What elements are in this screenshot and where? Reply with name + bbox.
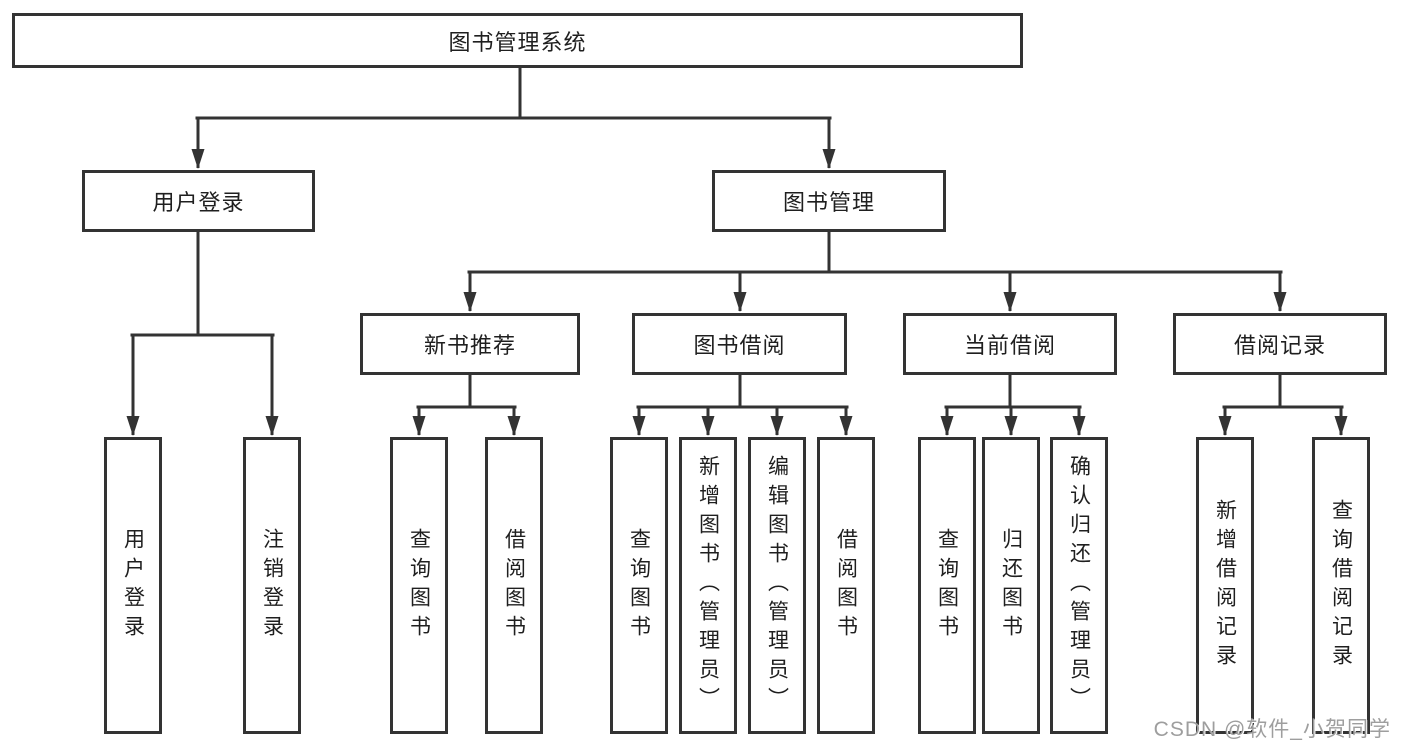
- leaf-query-books-borrowing: 查询图书: [610, 437, 668, 734]
- leaf-label: 查询图书: [935, 527, 959, 644]
- tree-arrow-lines: [126, 118, 1348, 436]
- leaf-logout: 注销登录: [243, 437, 301, 734]
- node-label: 图书管理: [782, 190, 875, 215]
- leaf-query-borrow-record: 查询借阅记录: [1312, 437, 1370, 734]
- node-label: 新书推荐: [423, 333, 516, 358]
- leaf-label: 查询借阅记录: [1329, 498, 1353, 673]
- leaf-label: 查询图书: [627, 527, 651, 644]
- leaf-user-login: 用户登录: [104, 437, 162, 734]
- node-label: 图书管理系统: [448, 29, 587, 55]
- node-book-management: 图书管理: [712, 170, 946, 232]
- leaf-return-books: 归还图书: [982, 437, 1040, 734]
- leaf-label: 新增图书（管理员）: [696, 455, 720, 716]
- node-library-system: 图书管理系统: [12, 13, 1023, 68]
- node-label: 当前借阅: [963, 333, 1056, 358]
- node-label: 借阅记录: [1233, 333, 1326, 358]
- leaf-label: 查询图书: [407, 527, 431, 644]
- leaf-add-borrow-record: 新增借阅记录: [1196, 437, 1254, 734]
- node-label: 图书借阅: [693, 333, 786, 358]
- leaf-label: 归还图书: [999, 527, 1023, 644]
- leaf-label: 用户登录: [121, 527, 145, 644]
- leaf-label: 编辑图书（管理员）: [765, 455, 789, 716]
- node-current-borrowing: 当前借阅: [903, 313, 1117, 375]
- leaf-borrow-books-recommend: 借阅图书: [485, 437, 543, 734]
- leaf-query-books-current: 查询图书: [918, 437, 976, 734]
- leaf-confirm-return-admin: 确认归还（管理员）: [1050, 437, 1108, 734]
- watermark-text: CSDN @软件_小贺同学: [1153, 718, 1391, 741]
- leaf-query-books-recommend: 查询图书: [390, 437, 448, 734]
- node-borrow-records: 借阅记录: [1173, 313, 1387, 375]
- node-new-book-recommend: 新书推荐: [360, 313, 580, 375]
- leaf-borrow-books: 借阅图书: [817, 437, 875, 734]
- node-book-borrowing: 图书借阅: [632, 313, 847, 375]
- node-user-login: 用户登录: [82, 170, 315, 232]
- leaf-label: 借阅图书: [502, 527, 526, 644]
- leaf-label: 借阅图书: [834, 527, 858, 644]
- leaf-label: 注销登录: [260, 527, 284, 644]
- tree-branch-lines: [130, 66, 1344, 409]
- node-label: 用户登录: [152, 190, 245, 215]
- leaf-label: 新增借阅记录: [1213, 498, 1237, 673]
- leaf-label: 确认归还（管理员）: [1067, 455, 1091, 716]
- leaf-add-books-admin: 新增图书（管理员）: [679, 437, 737, 734]
- leaf-edit-books-admin: 编辑图书（管理员）: [748, 437, 806, 734]
